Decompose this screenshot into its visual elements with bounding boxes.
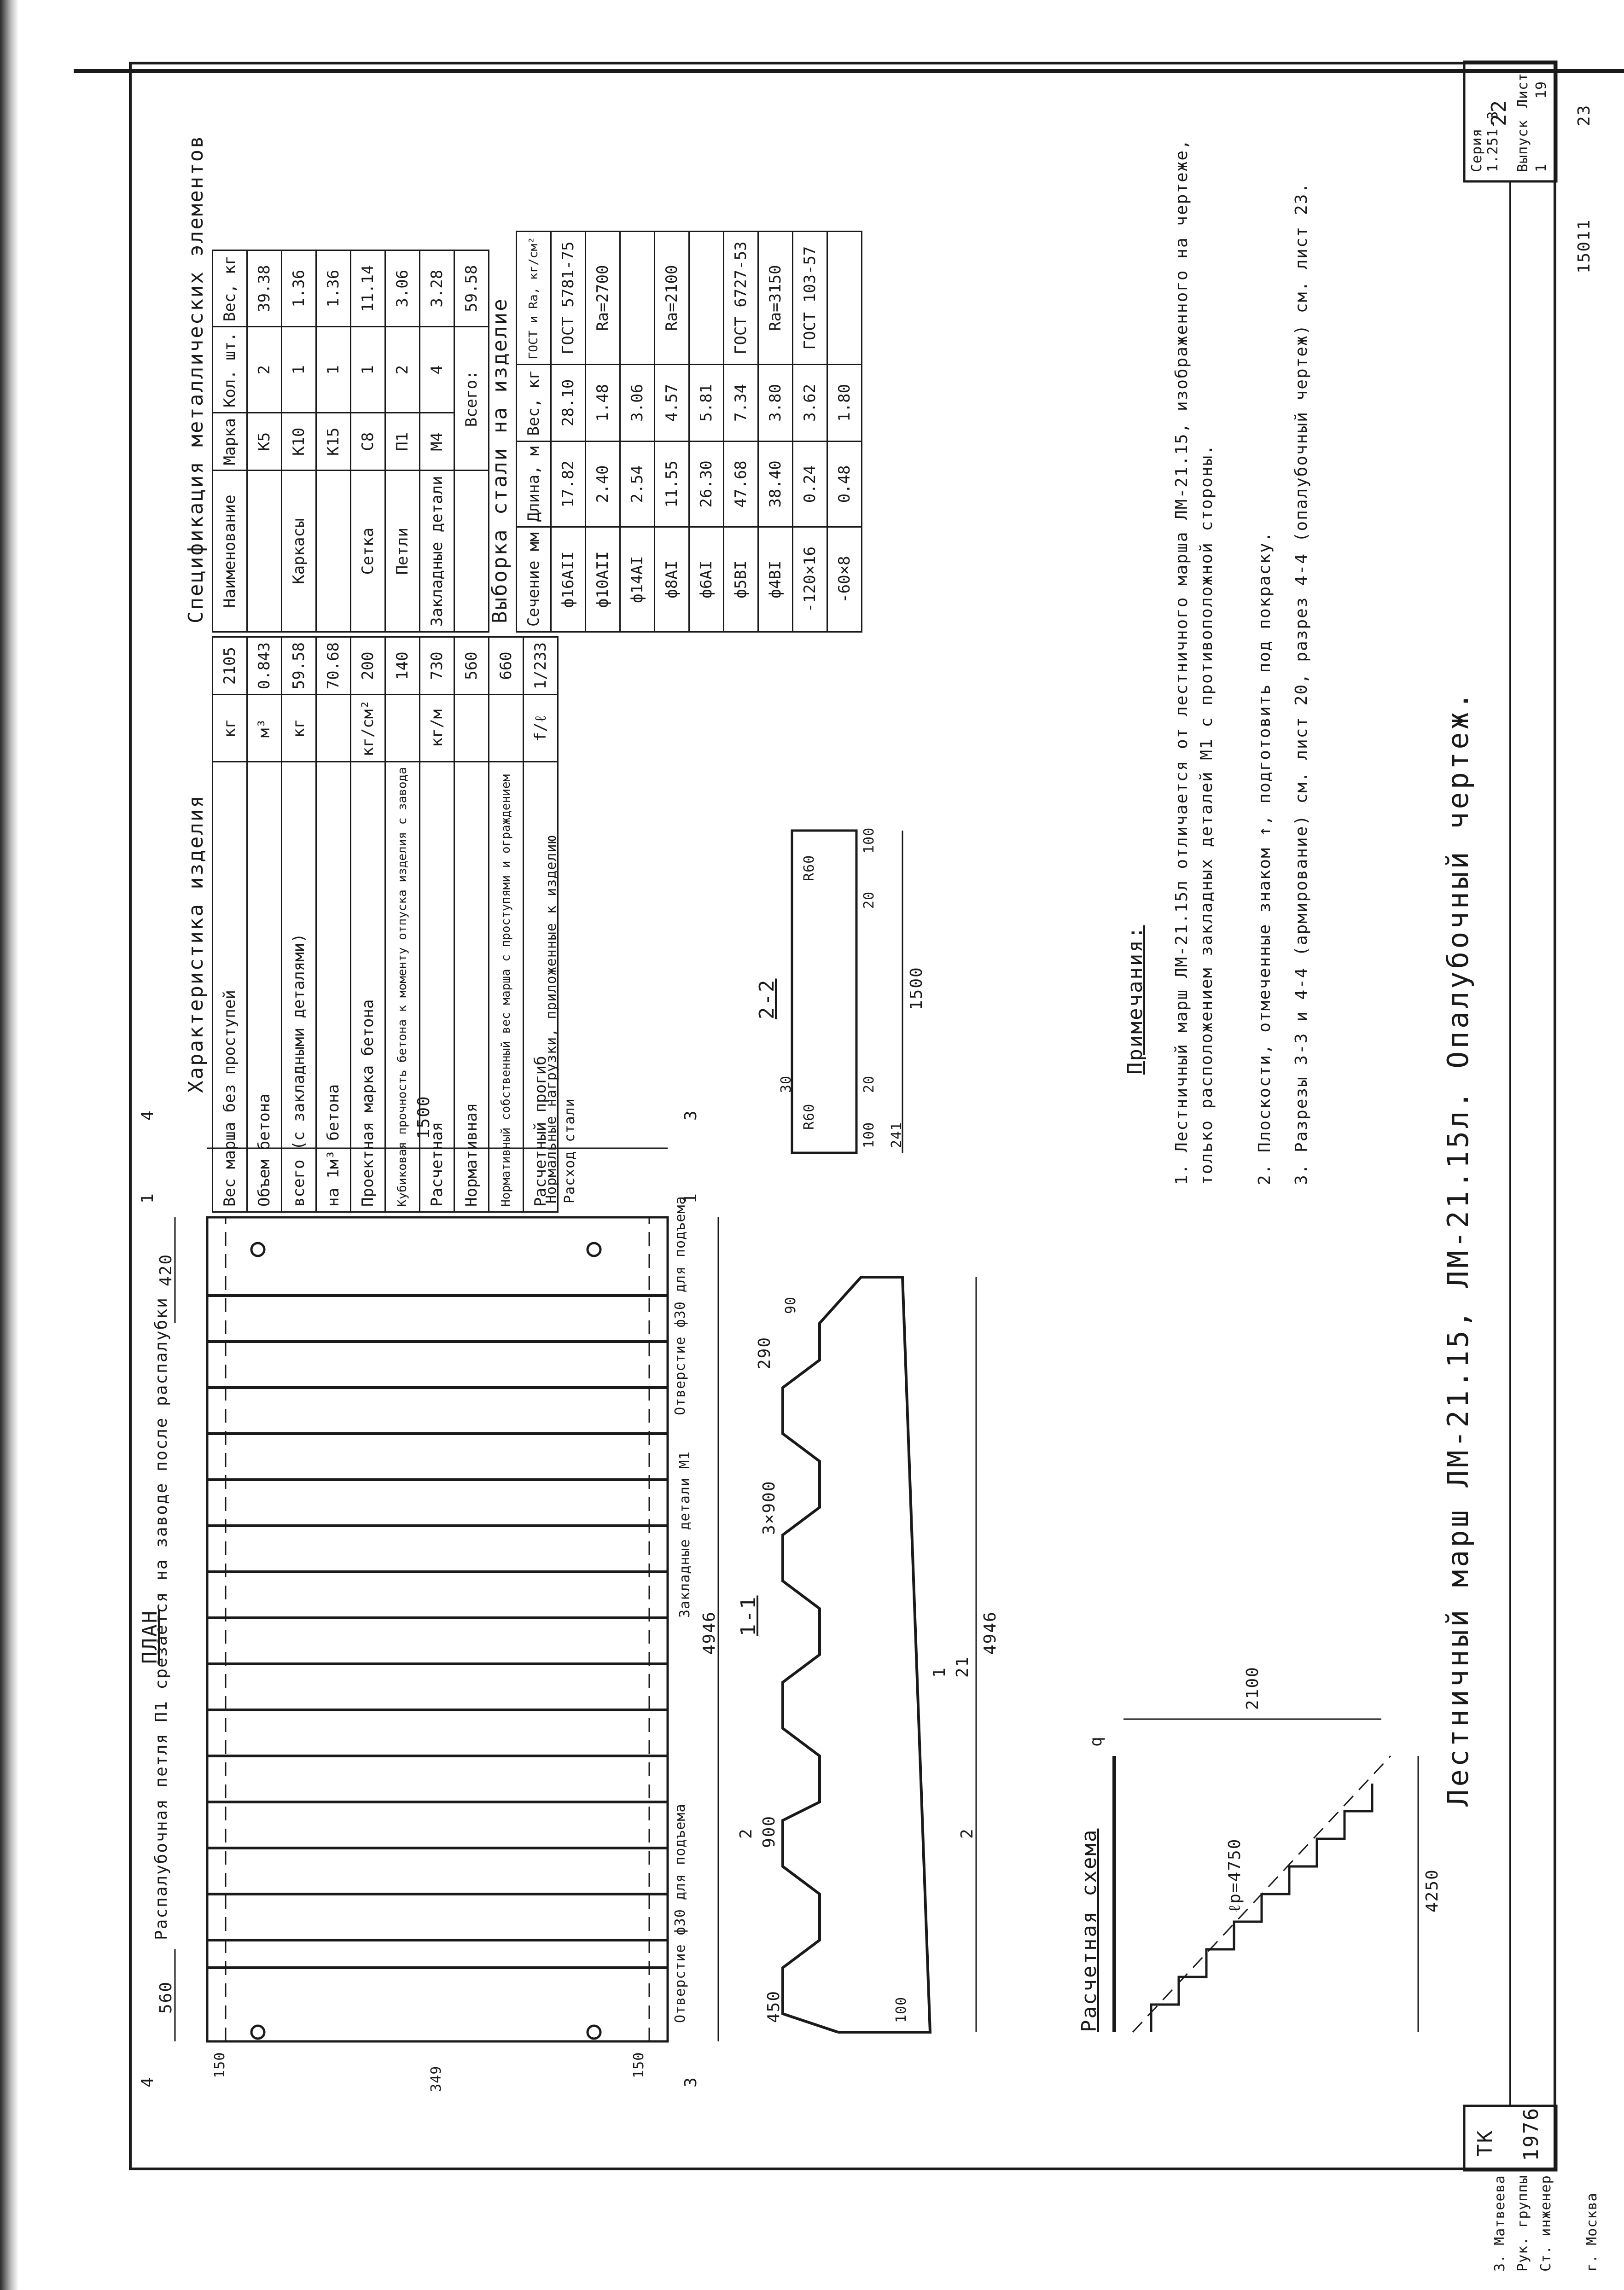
plan-dim-560: 560 xyxy=(157,1981,175,2014)
archive-number: 15011 xyxy=(1575,219,1594,273)
plan-step-lines xyxy=(207,1294,668,1969)
section-2-dim-100-a: 100 xyxy=(861,1122,877,1148)
plan-dim-349: 349 xyxy=(428,2065,444,2092)
hole-left-bottom xyxy=(586,2024,602,2040)
section-mark-3a: 3 xyxy=(681,2076,700,2087)
plan-hole-label-left: Отверстие ф30 для подъема xyxy=(672,1803,688,2023)
title-block-role-3: З. Матвеева xyxy=(1492,2175,1508,2272)
hole-right-bottom xyxy=(586,1242,602,1257)
title-block-org: ТК xyxy=(1473,2129,1497,2156)
detail-ref-sheet: 21 xyxy=(953,1656,972,1678)
section-2-dim-20-b: 20 xyxy=(861,891,877,909)
calc-scheme-stair xyxy=(1150,1784,1374,2032)
section-1-dim-900: 900 xyxy=(760,1815,779,1848)
plan-dim-420: 420 xyxy=(157,1253,175,1286)
hole-right-top xyxy=(250,1242,266,1257)
section-2-title: 2-2 xyxy=(755,978,779,1019)
section-1-dim-90: 90 xyxy=(783,1296,799,1314)
section-mark-4a: 4 xyxy=(138,2076,157,2087)
calc-scheme-load: q xyxy=(1087,1736,1106,1747)
title-block-role-2: Ст. инженер xyxy=(1538,2175,1554,2272)
calc-scheme-dim-2100: 2100 xyxy=(1243,1666,1262,1710)
plan-embedded-label: Закладные детали М1 xyxy=(677,1451,693,1618)
section-1-dim-450: 450 xyxy=(764,1990,783,2023)
section-2-dim-241: 241 xyxy=(889,1122,905,1148)
section-2-dim-30: 30 xyxy=(778,1075,794,1093)
section-1-mark-2b: 2 xyxy=(737,1828,756,1839)
title-block-role-1: Рук. группы xyxy=(1515,2175,1531,2272)
plan-outline xyxy=(206,1216,669,2043)
detail-ref-num: 1 xyxy=(930,1667,949,1678)
section-1-title: 1-1 xyxy=(737,1595,760,1636)
section-2-dim-100-b: 100 xyxy=(861,827,877,854)
title-block-issue: 1 xyxy=(1533,163,1549,172)
top-border-line xyxy=(74,69,1624,73)
section-mark-4b: 4 xyxy=(138,1110,157,1121)
section-mark-3b: 3 xyxy=(681,1110,700,1121)
calc-scheme-title: Расчетная схема xyxy=(1077,1828,1101,2032)
plan-hole-label-right: Отверстие ф30 для подъема xyxy=(672,1196,688,1415)
section-1-dim-290: 290 xyxy=(755,1336,774,1369)
title-block-year: 1976 xyxy=(1519,2107,1543,2161)
plan-dim-1500: 1500 xyxy=(414,1095,433,1139)
scan-edge-shadow xyxy=(0,0,18,2290)
section-2-r60-b: R60 xyxy=(801,854,817,881)
plan-dim-150-a: 150 xyxy=(631,2052,647,2078)
section-mark-1b: 1 xyxy=(138,1192,157,1203)
section-mark-1a: 1 xyxy=(681,1192,700,1203)
title-block-sheet: 19 xyxy=(1533,81,1549,99)
calc-scheme-dim-lp: ℓр=4750 xyxy=(1225,1838,1244,1912)
section-2-dim-20-a: 20 xyxy=(861,1075,877,1093)
section-2-dim-1500: 1500 xyxy=(907,966,926,1010)
sheet-number-bottom: 23 xyxy=(1575,104,1594,126)
section-1-mark-2a: 2 xyxy=(958,1828,977,1839)
calc-scheme-dim-4250: 4250 xyxy=(1423,1869,1442,1912)
title-block-series: 1.251-3 xyxy=(1485,110,1501,172)
section-2-2-outline xyxy=(791,829,858,1154)
section-1-dim-100: 100 xyxy=(893,1996,909,2023)
section-2-r60-a: R60 xyxy=(801,1103,817,1130)
plan-loop-note: Распалубочная петля П1 срезается на заво… xyxy=(152,1297,171,1940)
title-block-city: г. Москва xyxy=(1584,2192,1600,2272)
section-1-dim-4946: 4946 xyxy=(981,1611,1000,1655)
plan-dim-4946: 4946 xyxy=(700,1611,719,1655)
section-1-dim-3x900: 3×900 xyxy=(760,1480,779,1535)
title-block-sheet-label: Лист xyxy=(1515,72,1531,108)
plan-dim-150-b: 150 xyxy=(212,2052,228,2078)
title-block-issue-label: Выпуск xyxy=(1515,119,1531,172)
title-block-series-label: Серия xyxy=(1469,128,1485,172)
hole-left-top xyxy=(250,2024,266,2040)
section-1-1-profile xyxy=(781,1276,932,2034)
